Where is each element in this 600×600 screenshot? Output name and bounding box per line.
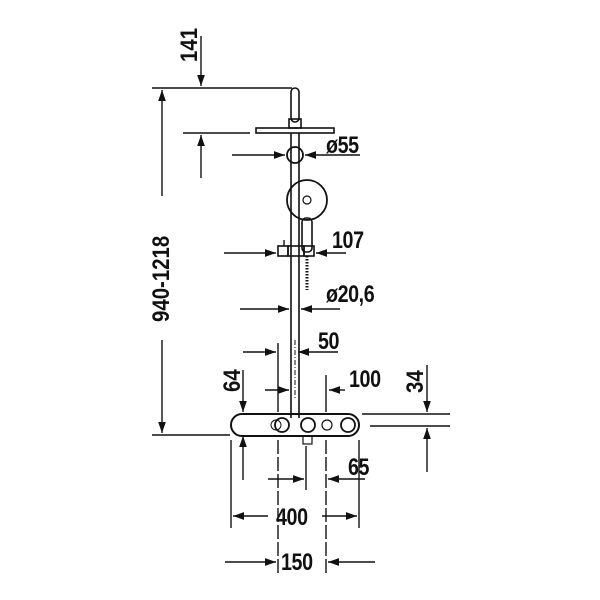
- overhead-shower-plate: [255, 127, 335, 134]
- dim-55-label: ø55: [326, 132, 359, 159]
- hand-shower-handle: [301, 217, 313, 253]
- dim-150-label: 150: [281, 549, 313, 576]
- dim-141-label: 141: [176, 27, 203, 62]
- dim-50-label: 50: [318, 328, 340, 355]
- dim-20-6-label: ø20,6: [326, 281, 375, 308]
- dim-400-label: 400: [276, 504, 308, 531]
- hand-shower-head: [286, 179, 328, 221]
- dim-107-label: 107: [332, 227, 364, 254]
- dim-65-label: 65: [348, 454, 370, 481]
- dim-64-label: 64: [219, 369, 246, 392]
- joint-circle: [286, 146, 304, 164]
- dim-34-label: 34: [402, 370, 429, 393]
- dim-100-label: 100: [349, 366, 381, 393]
- dim-total-height-label: 940-1218: [148, 235, 175, 322]
- thermostat-body: [230, 413, 360, 437]
